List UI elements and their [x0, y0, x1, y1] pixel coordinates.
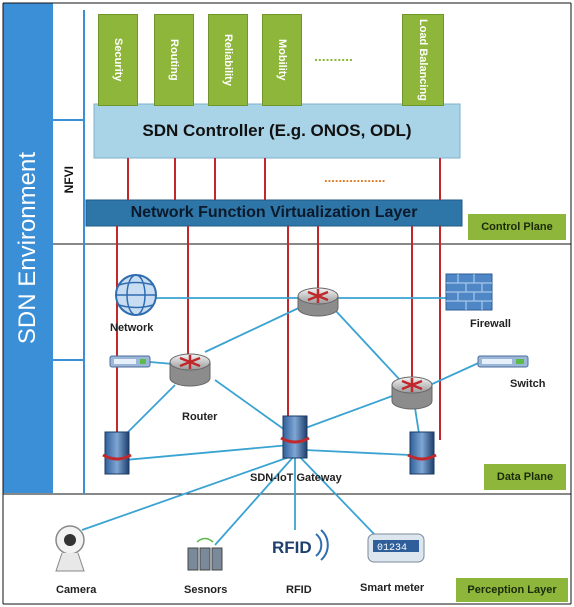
network-label: Network: [110, 322, 154, 334]
app-routing-label: Routing: [168, 39, 180, 81]
nfvi-text: NFVI: [62, 166, 76, 194]
app-security: Security: [98, 14, 138, 106]
sdn-controller-label: SDN Controller (E.g. ONOS, ODL): [142, 121, 412, 140]
app-mobility-label: Mobility: [276, 39, 288, 81]
perception-layer-label: Perception Layer: [456, 578, 568, 602]
app-mobility: Mobility: [262, 14, 302, 106]
sdn-environment-title: SDN Environment: [3, 3, 53, 493]
rfid-label: RFID: [286, 584, 312, 596]
control-links: [116, 158, 441, 440]
sdn-environment-text: SDN Environment: [14, 151, 41, 345]
controller-ellipsis: .................: [324, 170, 386, 185]
camera-icon: [55, 525, 85, 572]
switch-label: Switch: [510, 378, 546, 390]
gateway-label: SDN-IoT Gateway: [250, 472, 342, 484]
smart-meter-label: Smart meter: [360, 582, 425, 594]
server-icon-right: [407, 431, 437, 475]
nfvi-bracket: [53, 10, 85, 494]
sensors-icon: [187, 537, 223, 571]
sdn-controller-box: [93, 103, 461, 159]
nfv-layer-box: [85, 199, 463, 227]
nfv-layer-label: Network Function Virtualization Layer: [130, 204, 418, 221]
rfid-tag-icon: [270, 529, 330, 561]
router-icon-top: [297, 287, 339, 317]
control-plane-label: Control Plane: [468, 214, 566, 240]
data-plane-label: Data Plane: [484, 464, 566, 490]
app-routing: Routing: [154, 14, 194, 106]
data-links: [81, 297, 486, 546]
firewall-label: Firewall: [470, 318, 511, 330]
switch-icon-left: [109, 355, 151, 368]
smart-meter-icon: [367, 533, 425, 563]
network-globe-icon: [115, 274, 157, 316]
app-ellipsis: ..........: [314, 48, 353, 64]
router-icon: [169, 353, 211, 387]
app-reliability: Reliability: [208, 14, 248, 106]
app-load-balancing-label: Load Balancing: [417, 19, 429, 101]
rfid-logo: RFID: [272, 538, 312, 557]
meter-reading: 01234: [377, 543, 407, 554]
server-icon-left: [102, 431, 132, 475]
nfvi-label: NFVI: [56, 150, 82, 210]
router-icon-right: [391, 376, 433, 410]
app-load-balancing: Load Balancing: [402, 14, 444, 106]
camera-label: Camera: [56, 584, 97, 596]
sensors-label: Sesnors: [184, 584, 228, 596]
app-reliability-label: Reliability: [222, 34, 234, 86]
sdn-environment-band: [3, 3, 53, 493]
gateway-server-icon: [280, 415, 310, 459]
router-label: Router: [182, 411, 218, 423]
switch-icon: [477, 355, 529, 368]
app-security-label: Security: [112, 38, 124, 82]
firewall-icon: [445, 273, 493, 311]
